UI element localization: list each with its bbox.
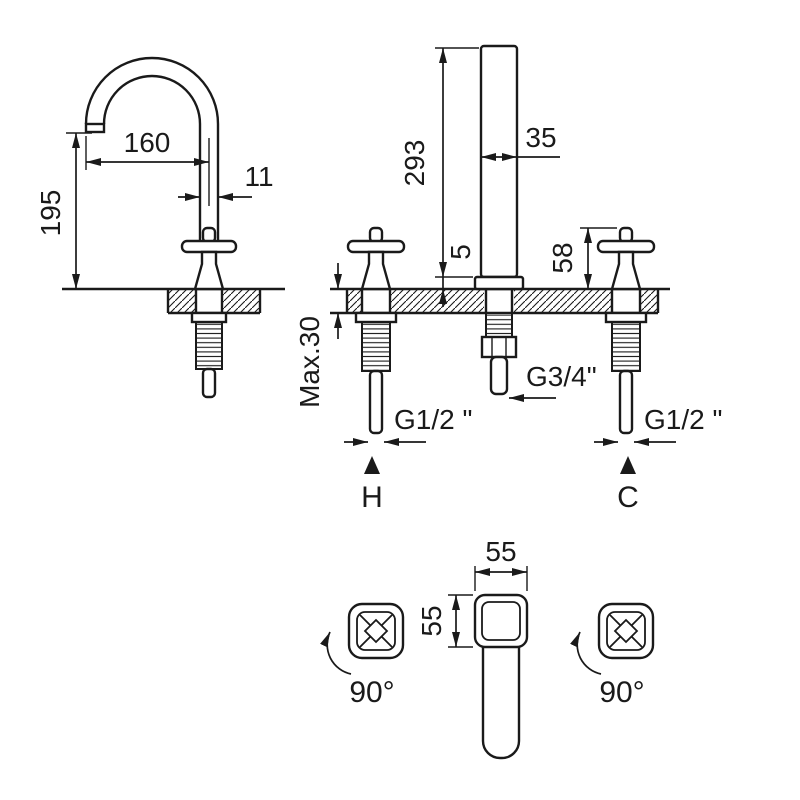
dim-spout-width: 35 <box>481 122 560 161</box>
dim-head-depth: 55 <box>416 594 473 648</box>
side-spout <box>84 56 220 241</box>
handle-bar <box>180 239 238 254</box>
handle-base <box>610 250 642 291</box>
spout-column <box>479 44 519 279</box>
handle-inner-outline <box>356 611 396 651</box>
side-handle <box>180 226 238 291</box>
cold-handle-front <box>596 226 656 435</box>
countertop-hatch <box>390 289 484 313</box>
cold-label: C <box>617 481 639 514</box>
dim-base-height-label: 5 <box>445 244 476 260</box>
spout-outlet <box>84 122 106 134</box>
thread-g34-label: G3/4" <box>526 361 597 392</box>
handle-inner-outline <box>606 611 646 651</box>
dim-spout-width-label: 35 <box>525 122 556 153</box>
dim-head-width: 55 <box>474 536 528 591</box>
dim-spout-reach: 160 <box>85 127 210 206</box>
dim-tube-width: 11 <box>178 161 274 201</box>
top-view: 55 55 90° 90° <box>320 536 655 760</box>
dim-head-width-label: 55 <box>485 536 516 567</box>
countertop-hatch <box>514 289 612 313</box>
countertop-hatch <box>168 289 196 313</box>
hot-arrow-icon <box>364 456 380 474</box>
dim-handle-height-label: 58 <box>547 242 578 273</box>
locknut <box>354 311 398 324</box>
spout-base-flange <box>473 275 525 291</box>
supply-tube <box>368 369 384 435</box>
rotation-arrow-right-icon <box>570 631 602 675</box>
side-countertop <box>62 287 285 315</box>
dim-deck-thickness: Max.30 <box>294 263 342 408</box>
thread-cold-callout: G1/2 " <box>594 404 722 446</box>
supply-tube <box>618 369 634 435</box>
dim-total-height-label: 293 <box>399 140 430 187</box>
spout-head-inner <box>481 601 521 641</box>
rotation-arrow-left-icon <box>320 631 352 675</box>
countertop-hatch <box>347 289 362 313</box>
dim-spout-reach-label: 160 <box>124 127 171 158</box>
thread-spout-callout: G3/4" <box>509 361 597 402</box>
thread-g12-hot-label: G1/2 " <box>394 404 472 435</box>
handle-center-diamond <box>363 618 389 644</box>
rotation-left-label: 90° <box>349 676 394 709</box>
cold-arrow-icon <box>620 456 636 474</box>
spout-head <box>473 593 529 649</box>
spout-connector-tube <box>489 355 509 396</box>
countertop-hatch <box>640 289 658 313</box>
mounting-nut <box>480 335 518 359</box>
thread-g12-cold-label: G1/2 " <box>644 404 722 435</box>
spout-inner-curve <box>102 74 202 241</box>
hot-handle-top-view: 90° <box>320 602 405 709</box>
handle-base <box>360 250 392 291</box>
hot-handle-front <box>346 226 406 435</box>
dim-total-height: 293 <box>399 47 479 278</box>
locknut <box>190 311 228 324</box>
front-countertop <box>330 287 670 315</box>
countertop-hatch <box>222 289 260 313</box>
front-view: 293 5 35 58 Max.30 G3/4" <box>294 44 722 514</box>
supply-tube <box>201 367 217 399</box>
handle-center-diamond <box>613 618 639 644</box>
dim-tube-width-label: 11 <box>244 161 273 192</box>
side-shank <box>190 289 228 399</box>
dim-deck-thickness-label: Max.30 <box>294 316 325 408</box>
spout-outer-curve <box>84 56 220 241</box>
hot-label: H <box>361 481 383 514</box>
dim-spout-height: 195 <box>35 132 92 289</box>
cold-handle-top-view: 90° <box>570 602 655 709</box>
spout-front <box>473 44 525 396</box>
threaded-shank <box>485 312 513 338</box>
thread-hot-callout: G1/2 " <box>344 404 472 446</box>
handle-bar <box>596 239 656 254</box>
dim-handle-height: 58 <box>547 227 617 289</box>
dim-base-height: 5 <box>439 244 476 307</box>
rotation-right-label: 90° <box>599 676 644 709</box>
cold-inlet-marker: C <box>617 456 639 514</box>
hot-inlet-marker: H <box>361 456 383 514</box>
spout-top-view <box>473 593 529 760</box>
dim-head-depth-label: 55 <box>416 605 447 636</box>
dim-spout-height-label: 195 <box>35 190 66 237</box>
handle-bar <box>346 239 406 254</box>
locknut <box>604 311 648 324</box>
handle-base <box>193 250 225 291</box>
side-view: 160 195 11 <box>35 56 285 399</box>
